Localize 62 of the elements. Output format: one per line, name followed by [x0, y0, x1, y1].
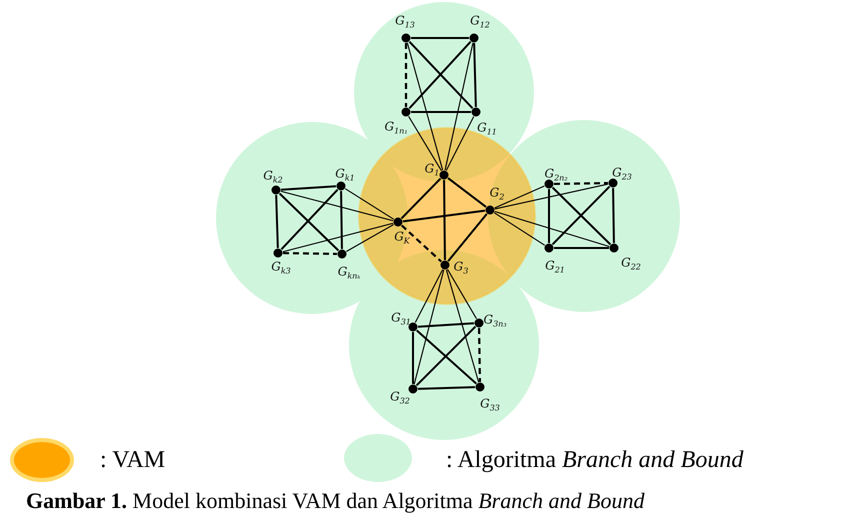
graph-edge: [275, 194, 279, 248]
graph-edge: [418, 322, 474, 328]
vertex-label: G$_{k3}$: [271, 260, 291, 276]
vertex-label: G$_{2}$: [490, 186, 504, 202]
graph-edge: [446, 116, 474, 171]
vertex-label: G$_{32}$: [390, 390, 410, 406]
vertex-label: G$_{11}$: [477, 122, 497, 136]
vertex-label: G$_{31}$: [391, 312, 411, 326]
graph-edge: [414, 270, 444, 384]
graph-edge: [411, 37, 469, 39]
graph-edge: [447, 213, 488, 262]
graph-edge: [447, 269, 477, 319]
vertex-label: G$_{K}$: [394, 230, 410, 246]
dashed-edge: [282, 252, 338, 256]
legend-text: : VAM: [100, 448, 166, 472]
vertex-label: G$_{3}$: [454, 260, 468, 276]
vertex-label: G$_{33}$: [480, 398, 500, 412]
vertex-dot: [486, 206, 494, 214]
vertex-label: G$_{k1}$: [335, 168, 355, 182]
graph-edge: [402, 210, 486, 222]
vertex-label: G$_{1}$: [424, 162, 440, 178]
graph-edge: [411, 111, 471, 113]
graph-edge: [494, 184, 608, 210]
graph-edge: [447, 177, 487, 208]
vertex-label: G$_{knₖ}$: [338, 266, 360, 280]
dashed-edge: [478, 328, 482, 382]
figure-caption: Gambar 1. Model kombinasi VAM dan Algoritma Branch and Bound: [26, 490, 644, 512]
vertex-label: G$_{k2}$: [263, 170, 283, 184]
graph-edge: [418, 386, 476, 390]
graph-edge: [406, 42, 444, 170]
vertex-label: G$_{23}$: [612, 166, 632, 182]
dashed-edge: [400, 224, 442, 262]
graph-edge: [612, 188, 615, 244]
graph-edge: [346, 224, 394, 252]
graph-edge: [444, 42, 474, 170]
graph-edge: [446, 270, 480, 382]
graph-edge: [280, 190, 394, 222]
graph-edge: [494, 212, 546, 246]
vertex-label: G$_{13}$: [395, 14, 415, 30]
vertex-label: G$_{3n₃}$: [483, 314, 507, 328]
graph-edge: [340, 190, 343, 250]
graph-edge: [344, 188, 394, 220]
vertex-label: G$_{12}$: [470, 14, 490, 30]
graph-edge: [548, 189, 550, 243]
graph-edge: [400, 178, 442, 220]
vertex-label: G$_{1n₁}$: [384, 120, 408, 136]
graph-edge: [282, 222, 394, 252]
dashed-edge: [404, 43, 408, 107]
graph-edge: [473, 42, 477, 108]
legend-text: : Algoritma Branch and Bound: [446, 448, 744, 472]
graph-edge: [494, 210, 610, 248]
graph-edge: [443, 180, 446, 260]
vertex-label: G$_{21}$: [545, 260, 565, 274]
graph-edge: [414, 269, 444, 323]
graph-edge: [554, 247, 609, 249]
vertex-label: G$_{22}$: [621, 256, 641, 272]
vertex-label: G$_{2n₂}$: [544, 168, 568, 182]
graph-edge: [412, 332, 414, 384]
graph-edge: [408, 116, 442, 171]
graph-edge: [494, 186, 545, 208]
graph-edge: [280, 185, 336, 191]
dashed-edge: [554, 182, 608, 186]
